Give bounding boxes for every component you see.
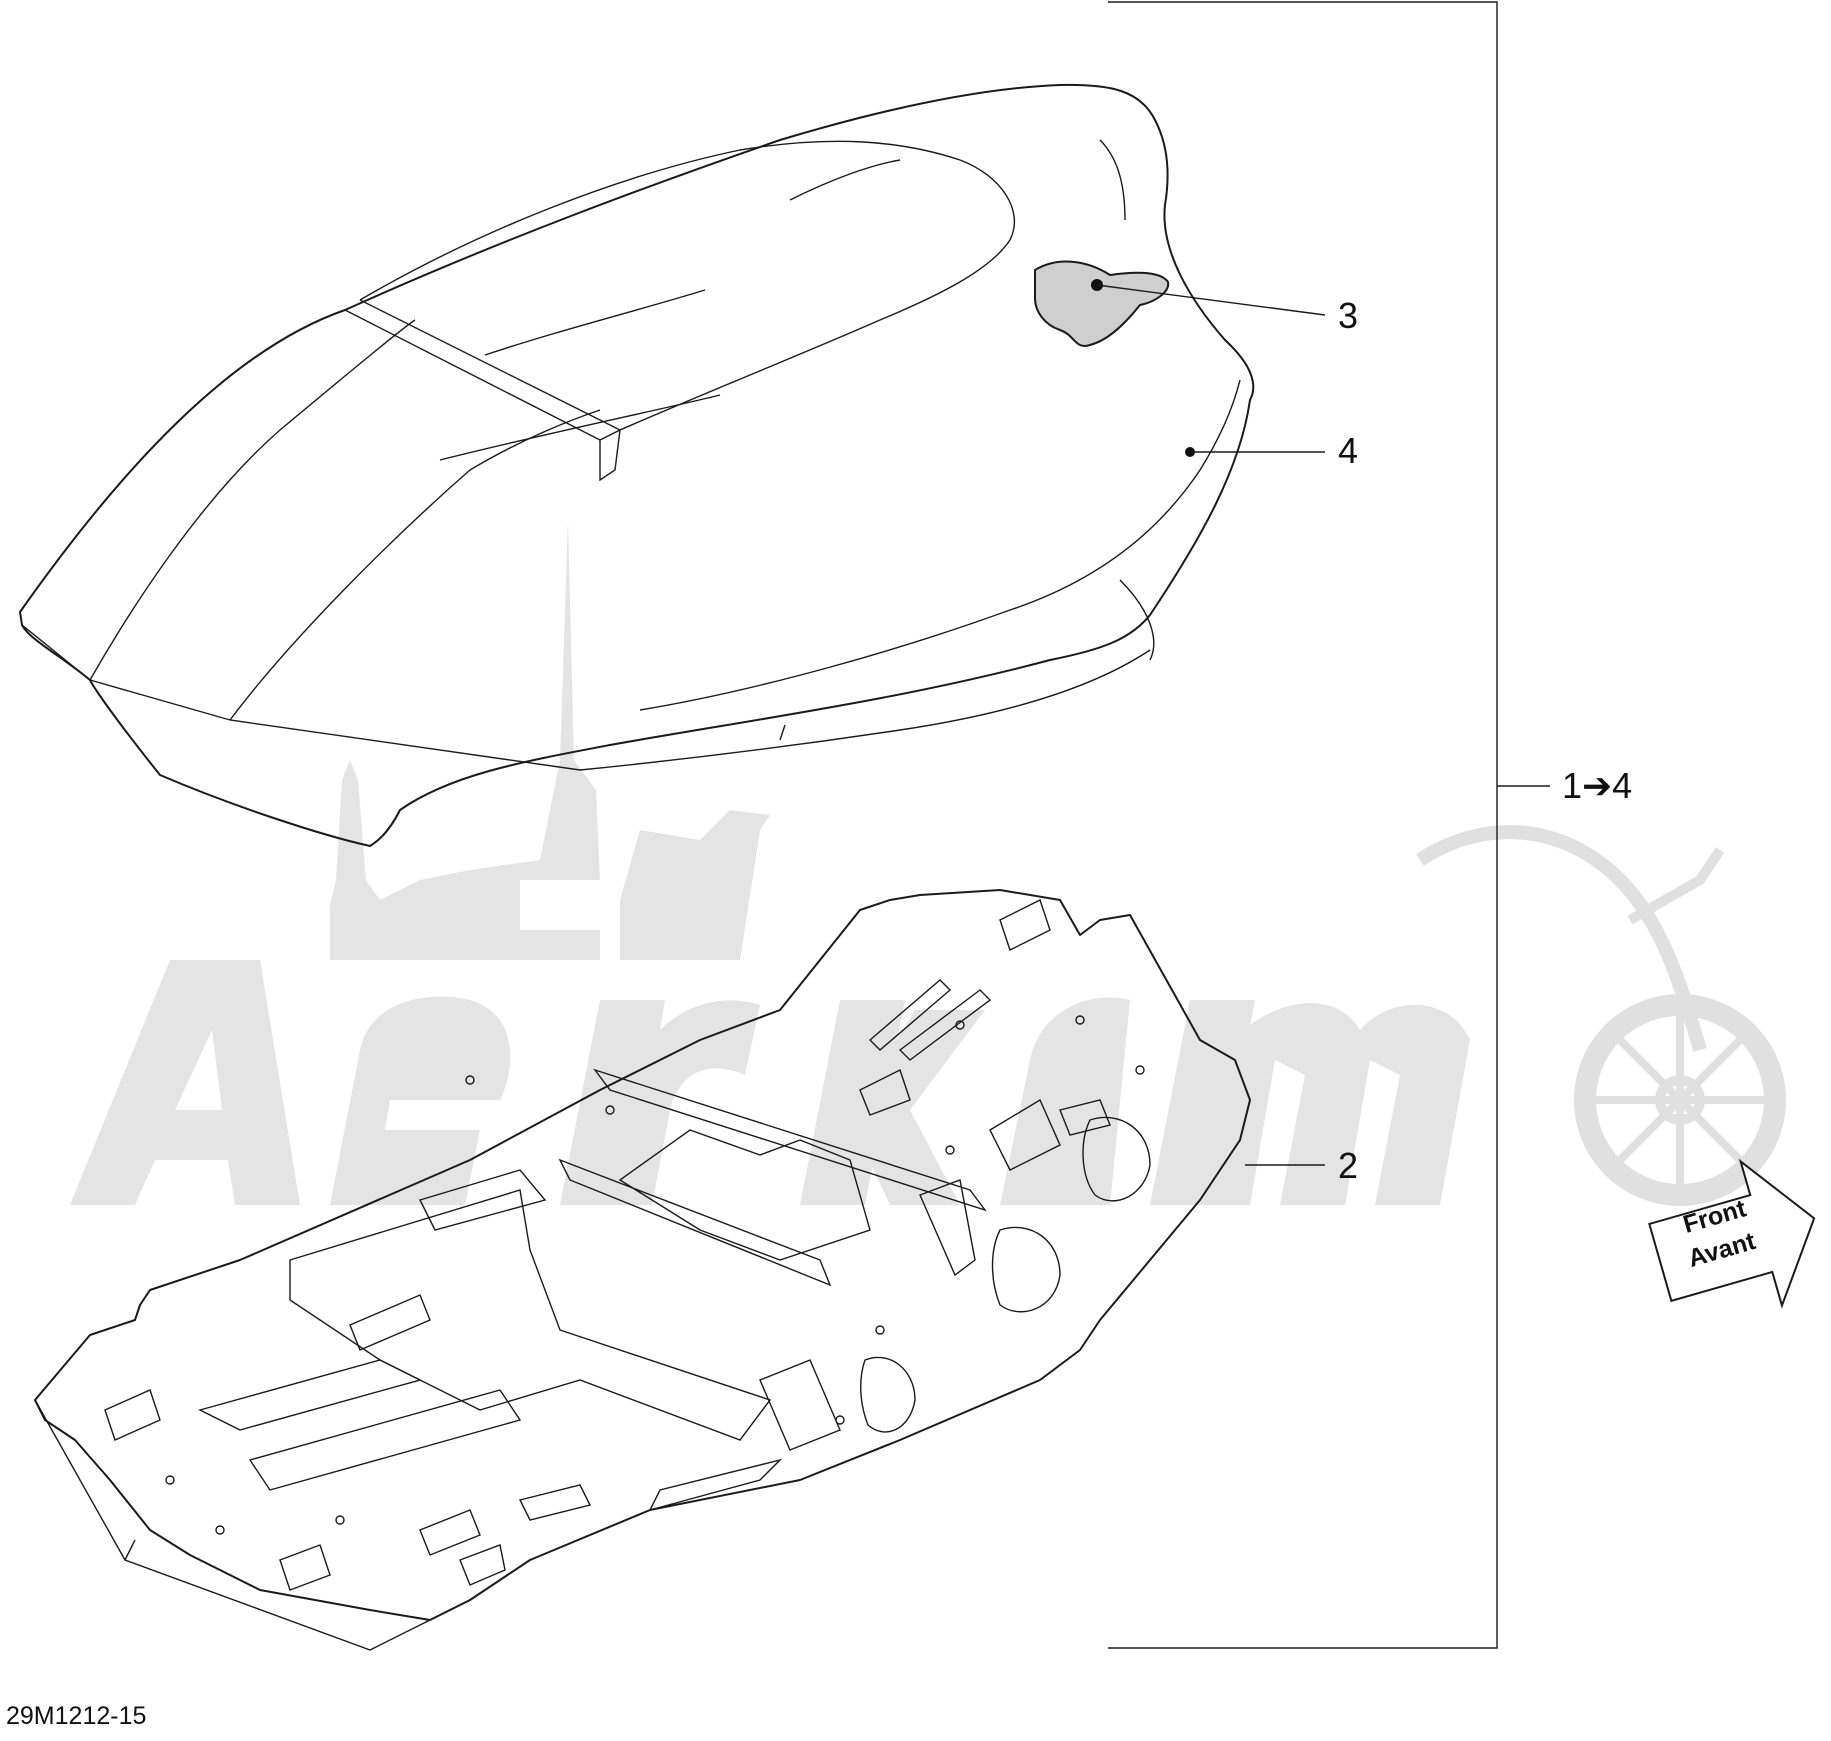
decal-3 [1034, 260, 1170, 347]
callout-4: 4 [1338, 430, 1359, 471]
leader-lines [1096, 1, 1550, 1649]
seat-cover-drawing [19, 83, 1255, 847]
front-direction-arrow [1648, 1158, 1816, 1309]
callout-range-1-to-4: 1➔4 [1562, 765, 1633, 806]
drawing-code: 29M1212-15 [6, 1702, 147, 1730]
callout-2: 2 [1338, 1145, 1359, 1186]
callout-3: 3 [1338, 295, 1359, 336]
seat-base-drawing [34, 889, 1251, 1651]
watermark [70, 520, 1786, 1206]
